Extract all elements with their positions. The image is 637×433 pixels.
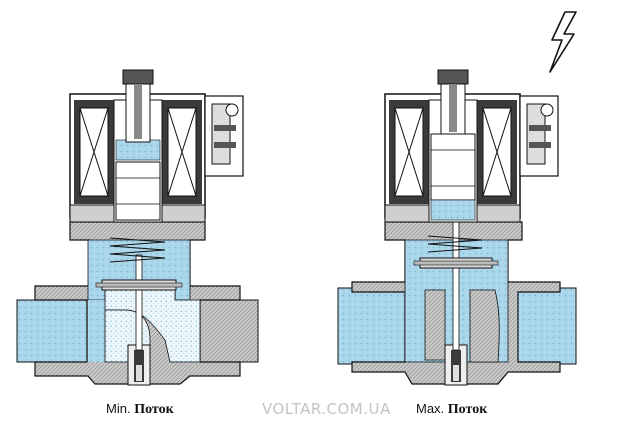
- pipe-water-outlet: [517, 287, 577, 365]
- spring: [109, 237, 166, 263]
- pipe-water-outlet: [199, 299, 259, 363]
- caption-min-word: Поток: [134, 402, 174, 417]
- caption-min-prefix: Min.: [106, 401, 131, 416]
- lightning-icon: [549, 11, 577, 73]
- caption-max-flow: Max. Поток: [416, 401, 487, 418]
- caption-max-word: Поток: [447, 402, 488, 417]
- plunger: [430, 133, 476, 201]
- caption-min-flow: Min. Поток: [106, 401, 174, 418]
- valve-inlet-chamber: [88, 300, 105, 362]
- valve-stem: [135, 254, 143, 351]
- valve-stem: [452, 221, 460, 351]
- valve-open-max-flow: [337, 69, 577, 386]
- connector-box: [204, 95, 244, 177]
- connector-box: [519, 95, 559, 177]
- valve-closed-min-flow: [16, 69, 259, 386]
- pipe-water-inlet: [16, 299, 88, 363]
- spring: [427, 235, 483, 253]
- watermark: VOLTAR.COM.UA: [262, 400, 391, 418]
- plunger-water-gap: [430, 199, 476, 221]
- pipe-water-inlet: [337, 287, 409, 365]
- caption-max-prefix: Max.: [416, 401, 445, 416]
- plunger-water-gap: [115, 139, 161, 161]
- plunger: [115, 161, 161, 221]
- valve-seat-divider: [424, 289, 446, 361]
